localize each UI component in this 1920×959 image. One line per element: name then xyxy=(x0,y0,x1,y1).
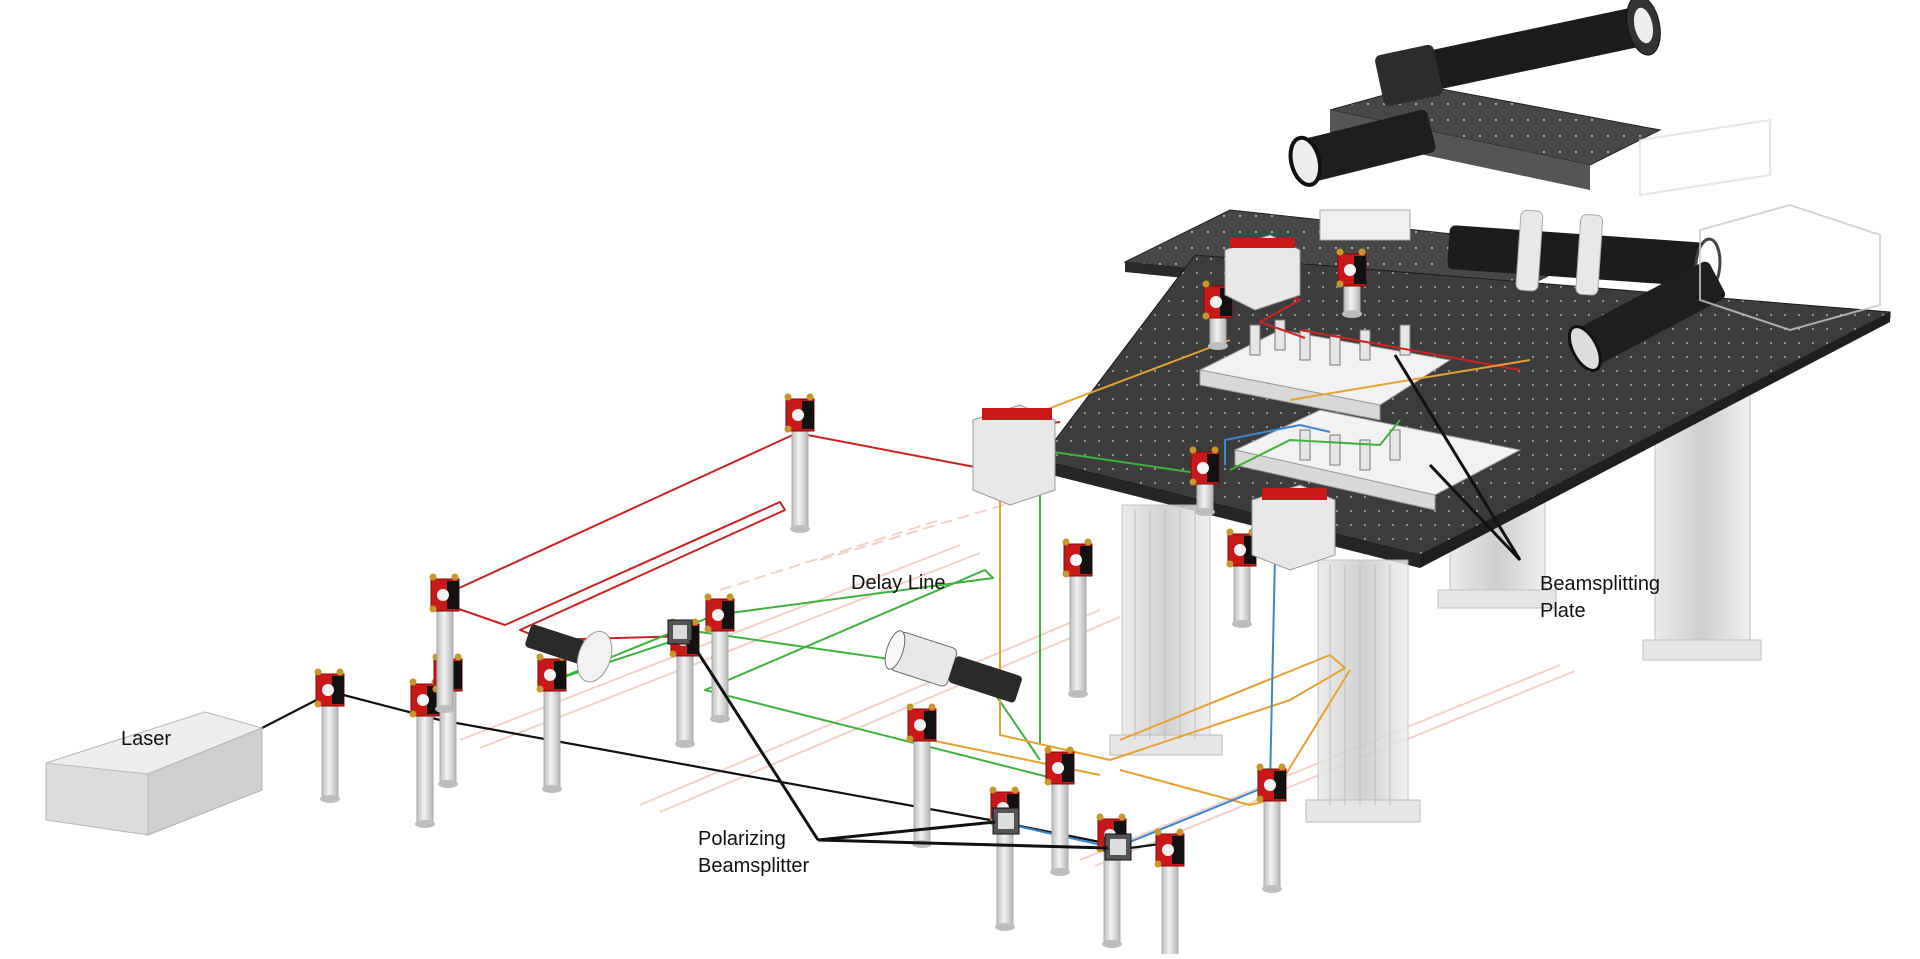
optical-post xyxy=(704,593,735,723)
beamsplitting-plate-label-line2: Plate xyxy=(1540,600,1586,622)
large-mirror-mounts xyxy=(972,234,1336,571)
callout-leaders xyxy=(688,354,1522,850)
optical-post xyxy=(429,573,460,713)
optical-post xyxy=(1189,446,1220,516)
optical-post xyxy=(784,393,815,533)
optical-post xyxy=(314,668,345,803)
optical-post xyxy=(1256,763,1287,893)
optical-post xyxy=(1096,813,1127,948)
optical-post xyxy=(1336,248,1367,318)
telescope-assemblies xyxy=(1288,0,1881,372)
optical-post xyxy=(1062,538,1093,698)
beam-orange xyxy=(999,480,1346,761)
polarizing-beamsplitter-label-line2: Beamsplitter xyxy=(698,855,810,877)
delay-line-label: Delay Line xyxy=(851,572,946,594)
optical-post xyxy=(906,703,937,848)
optical-post xyxy=(1044,746,1075,876)
post-mounts xyxy=(314,248,1367,959)
beamsplitting-plate-assemblies xyxy=(1198,319,1522,511)
beamsplitting-plate-label-line1: Beamsplitting xyxy=(1540,573,1661,595)
optical-post xyxy=(409,678,440,828)
optical-post xyxy=(1154,828,1185,959)
polarizing-beamsplitter-label-line1: Polarizing xyxy=(698,828,786,850)
delay-line-telescope xyxy=(525,624,1022,703)
table-legs-front xyxy=(1109,504,1421,823)
polarizing-beamsplitter-cubes xyxy=(667,619,1132,861)
laser-label: Laser xyxy=(121,728,172,750)
laser-box xyxy=(45,711,264,836)
optical-post xyxy=(1226,528,1257,628)
